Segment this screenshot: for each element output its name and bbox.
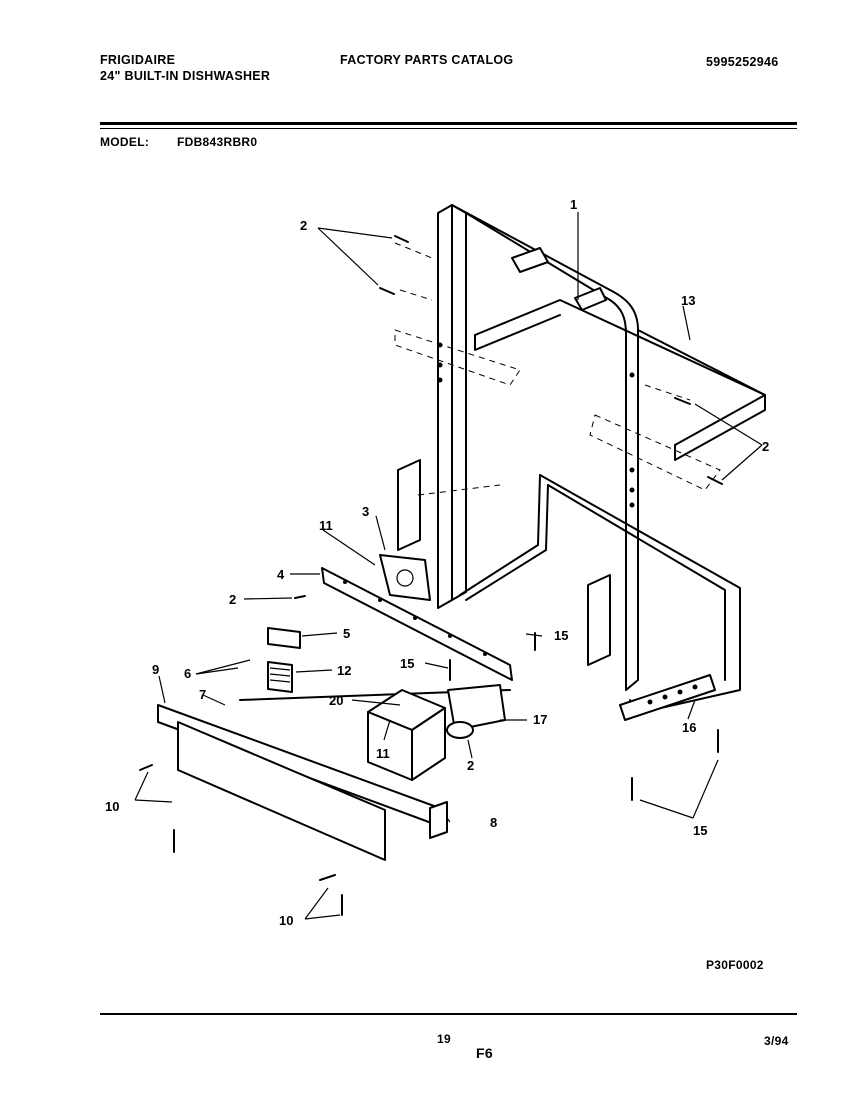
page-number: 19 xyxy=(437,1032,451,1046)
frame-hole xyxy=(629,487,635,493)
model-label: MODEL: xyxy=(100,135,150,149)
frame-hole xyxy=(647,699,653,705)
control-panel xyxy=(157,689,511,861)
callout-15: 15 xyxy=(400,656,415,671)
component-11 xyxy=(367,689,446,781)
screw xyxy=(379,287,395,295)
callout-4: 4 xyxy=(277,567,285,582)
callout-15: 15 xyxy=(554,628,569,643)
rail-hole xyxy=(343,580,347,584)
frame-hole xyxy=(437,362,443,368)
frame-hole xyxy=(662,694,668,700)
door-frame xyxy=(437,204,639,691)
frame-hole xyxy=(437,377,443,383)
catalog-number: 5995252946 xyxy=(706,55,779,69)
rail-hole xyxy=(448,634,452,638)
header-rule-thin xyxy=(100,128,797,129)
hinge-bracket-right xyxy=(587,574,611,666)
screw xyxy=(394,235,409,243)
callout-6: 6 xyxy=(184,666,192,681)
callout-16: 16 xyxy=(682,720,697,735)
screw xyxy=(707,476,723,485)
header-rule-thick xyxy=(100,122,797,125)
callout-3: 3 xyxy=(362,504,370,519)
screw xyxy=(319,874,336,881)
control-rail xyxy=(321,567,513,681)
footer-rule xyxy=(100,1013,797,1015)
callout-7: 7 xyxy=(199,687,207,702)
screw xyxy=(674,397,691,405)
screw xyxy=(139,764,153,771)
door-brace xyxy=(474,299,766,461)
motor-bracket xyxy=(379,554,431,601)
frame-hole xyxy=(629,502,635,508)
model-value: FDB843RBR0 xyxy=(177,135,258,149)
hinge-bracket-left xyxy=(397,459,421,551)
frame-hole xyxy=(629,467,635,473)
callout-10: 10 xyxy=(279,913,294,928)
callout-2: 2 xyxy=(762,439,770,454)
callout-2: 2 xyxy=(467,758,475,773)
callout-5: 5 xyxy=(343,626,351,641)
callout-1: 1 xyxy=(570,197,578,212)
callout-20: 20 xyxy=(329,693,344,708)
frame-hole xyxy=(692,684,698,690)
callout-11: 11 xyxy=(376,746,390,761)
frame-hole xyxy=(629,372,635,378)
callout-11: 11 xyxy=(319,518,333,533)
rail-hole xyxy=(413,616,417,620)
component-12 xyxy=(267,661,293,693)
callout-9: 9 xyxy=(152,662,160,677)
section-code: F6 xyxy=(476,1045,493,1061)
callout-2: 2 xyxy=(229,592,237,607)
catalog-title: FACTORY PARTS CATALOG xyxy=(340,53,514,67)
figure-code: P30F0002 xyxy=(706,958,764,972)
callout-10: 10 xyxy=(105,799,120,814)
door-switch xyxy=(267,627,301,649)
callout-2: 2 xyxy=(300,218,308,233)
callout-12: 12 xyxy=(337,663,352,678)
callout-15: 15 xyxy=(693,823,708,838)
callout-13: 13 xyxy=(681,293,696,308)
screw-group xyxy=(139,235,723,916)
brand-name: FRIGIDAIRE xyxy=(100,53,176,67)
rail-hole xyxy=(483,652,487,656)
callout-17: 17 xyxy=(533,712,548,727)
callout-8: 8 xyxy=(490,815,498,830)
screw xyxy=(294,595,306,599)
revision-date: 3/94 xyxy=(764,1034,789,1048)
product-name: 24" BUILT-IN DISHWASHER xyxy=(100,69,271,83)
rail-hole xyxy=(378,598,382,602)
leader-lines xyxy=(134,212,763,920)
base-frame xyxy=(459,474,741,721)
frame-hole xyxy=(677,689,683,695)
